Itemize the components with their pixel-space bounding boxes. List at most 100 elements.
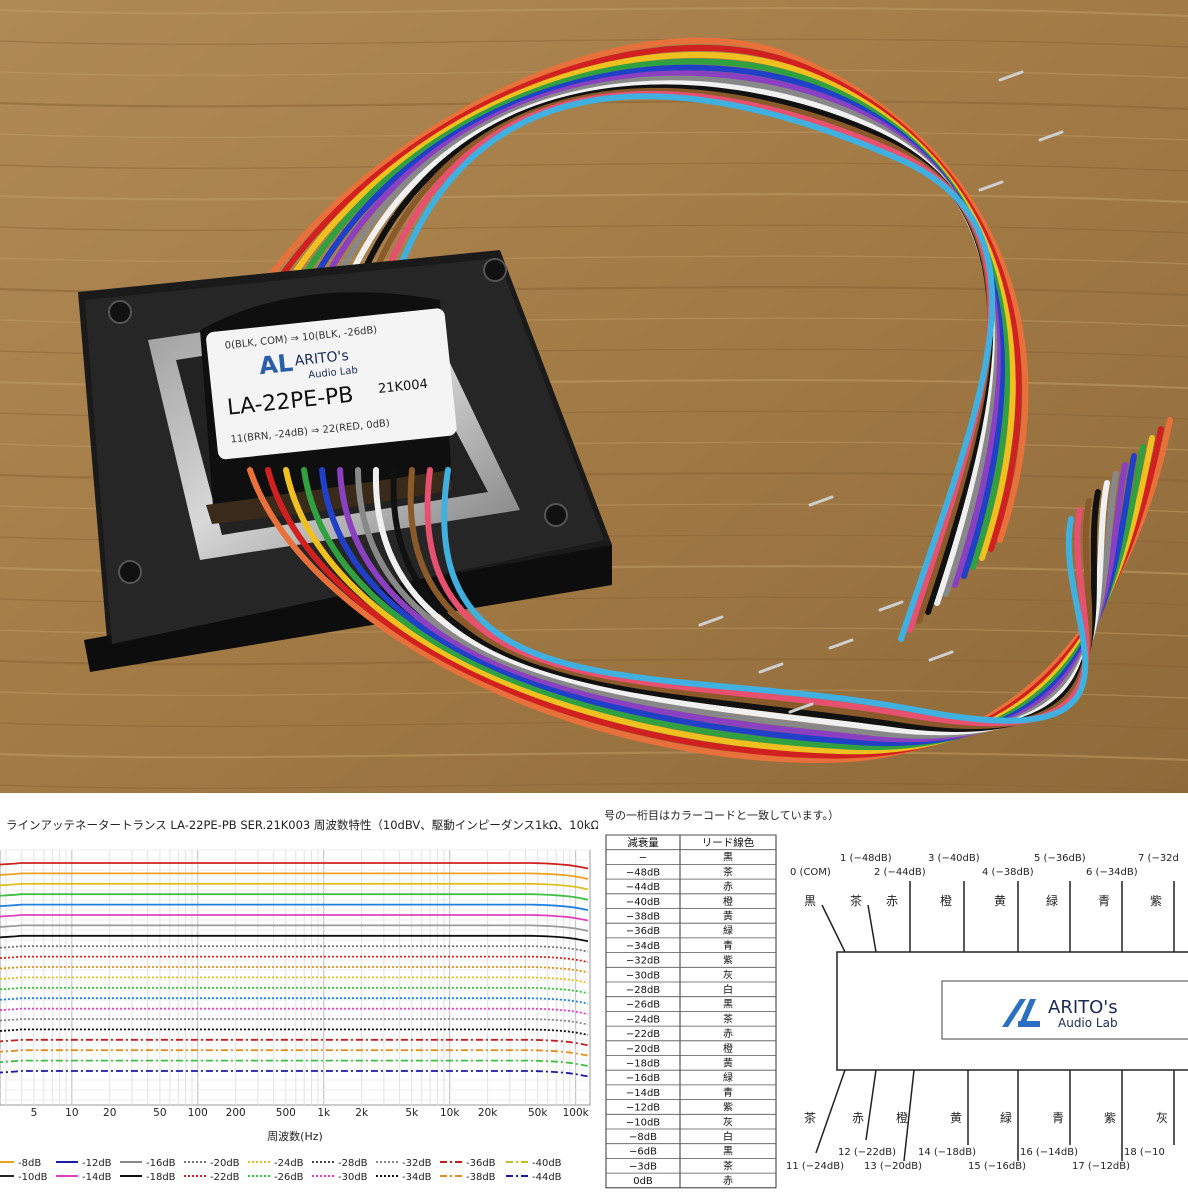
- legend-label: -18dB: [146, 1172, 176, 1183]
- x-tick-label: 100k: [563, 1107, 590, 1119]
- wire: [441, 467, 1089, 724]
- series-line: [0, 1038, 589, 1047]
- pin-diagram: ARITO's Audio Lab 0 (COM)黒1 (−48dB)茶2 (−…: [786, 853, 1188, 1172]
- wire-end: [788, 702, 814, 714]
- pin-lead: [867, 904, 877, 953]
- x-tick-label: 500: [276, 1107, 296, 1119]
- table-cell-attenuation: −20dB: [626, 1044, 660, 1055]
- table-cell-color: 赤: [723, 881, 733, 893]
- series-line: [0, 976, 589, 984]
- wire-leads-front: [247, 70, 1173, 764]
- pin-label: 18 (−10: [1124, 1147, 1165, 1158]
- table-cell-color: 青: [723, 939, 733, 952]
- wire-end: [978, 180, 1004, 192]
- table-cell-color: 赤: [723, 1175, 733, 1187]
- pin-color: 黄: [994, 894, 1006, 908]
- wood-grain-line: [0, 751, 1188, 762]
- wire-end: [828, 638, 854, 650]
- legend-label: -20dB: [210, 1158, 240, 1169]
- table-cell-color: 紫: [723, 1102, 733, 1114]
- wire: [257, 37, 1029, 543]
- series-line: [0, 997, 589, 1005]
- pin-color: 茶: [804, 1110, 816, 1125]
- x-tick-label: 20k: [478, 1107, 498, 1119]
- series-line: [0, 1049, 589, 1057]
- chart-lines: [0, 862, 589, 1078]
- table-cell-color: 灰: [723, 968, 733, 981]
- table-cell-color: 白: [723, 983, 733, 996]
- series-line: [0, 1018, 589, 1026]
- x-tick-label: 5: [31, 1107, 38, 1119]
- series-line: [0, 986, 589, 995]
- table-cell-attenuation: −: [639, 853, 647, 864]
- wire-end: [808, 495, 834, 507]
- wire: [305, 64, 1006, 579]
- wire: [317, 70, 1001, 588]
- x-tick-label: 10: [65, 1107, 78, 1119]
- frequency-response-panel: ラインアッテネータートランス LA-22PE-PB SER.21K003 周波数…: [0, 795, 598, 1200]
- pin-color: 青: [1052, 1111, 1064, 1125]
- pin-lead: [821, 904, 846, 953]
- series-line: [0, 934, 589, 943]
- screw-icon: [108, 300, 132, 324]
- wire: [424, 467, 1090, 727]
- wood-grain-line: [0, 38, 1188, 48]
- legend-label: -22dB: [210, 1172, 240, 1183]
- x-axis-label: 周波数(Hz): [267, 1130, 323, 1143]
- pin-label: 16 (−14dB): [1020, 1147, 1078, 1158]
- wire: [281, 51, 1016, 561]
- pin-color: 紫: [1150, 894, 1162, 908]
- wire: [293, 58, 1011, 570]
- wire: [389, 93, 996, 642]
- legend-label: -16dB: [146, 1158, 176, 1169]
- wire-loops-back: [257, 37, 1029, 642]
- product-photo: 0(BLK, COM) ⇒ 10(BLK, -26dB) AL ARITO's …: [0, 0, 1188, 793]
- series-line: [0, 1070, 589, 1078]
- x-tick-label: 50: [153, 1107, 166, 1119]
- table-cell-color: 黄: [723, 1057, 733, 1070]
- pin-color: 橙: [940, 893, 952, 908]
- wire: [355, 467, 1119, 739]
- table-cell-attenuation: −28dB: [626, 985, 660, 996]
- pin-color: 黒: [804, 894, 816, 908]
- series-line: [0, 914, 589, 922]
- series-line: [0, 1028, 589, 1036]
- logo-box: [941, 980, 1188, 1040]
- table-cell-attenuation: −10dB: [626, 1117, 660, 1128]
- wire-end: [698, 615, 724, 627]
- table-cell-attenuation: −48dB: [626, 867, 660, 878]
- table-cell-color: 灰: [723, 1115, 733, 1128]
- pin-label: 5 (−36dB): [1034, 853, 1086, 864]
- series-line: [0, 903, 589, 911]
- table-cell-attenuation: −14dB: [626, 1088, 660, 1099]
- diagram-brand-sub: Audio Lab: [1058, 1016, 1118, 1030]
- wire: [390, 467, 1101, 732]
- table-cell-color: 青: [723, 1086, 733, 1099]
- series-line: [0, 966, 589, 974]
- wire-end: [928, 650, 954, 662]
- pin-color: 赤: [886, 894, 898, 908]
- series-line: [0, 862, 589, 870]
- x-tick-label: 2k: [355, 1107, 369, 1119]
- wire: [337, 462, 1128, 743]
- plot-area: [0, 849, 591, 1106]
- legend-label: -32dB: [402, 1158, 432, 1169]
- screw-icon: [118, 560, 142, 584]
- pin-label: 3 (−40dB): [928, 853, 980, 864]
- wire-end: [1038, 130, 1064, 142]
- table-cell-color: 紫: [723, 955, 733, 967]
- wire: [372, 467, 1110, 736]
- pin-color: 灰: [1156, 1111, 1168, 1125]
- table-cell-color: 茶: [723, 1159, 733, 1172]
- x-tick-label: 5k: [405, 1107, 419, 1119]
- x-tick-label: 10k: [440, 1107, 460, 1119]
- table-cell-attenuation: −34dB: [626, 941, 660, 952]
- table-cell-color: 黒: [723, 999, 733, 1011]
- table-cell-attenuation: −36dB: [626, 926, 660, 937]
- pin-label: 14 (−18dB): [918, 1147, 976, 1158]
- series-line: [0, 872, 589, 880]
- series-line: [0, 882, 589, 891]
- screw-icon: [544, 503, 568, 527]
